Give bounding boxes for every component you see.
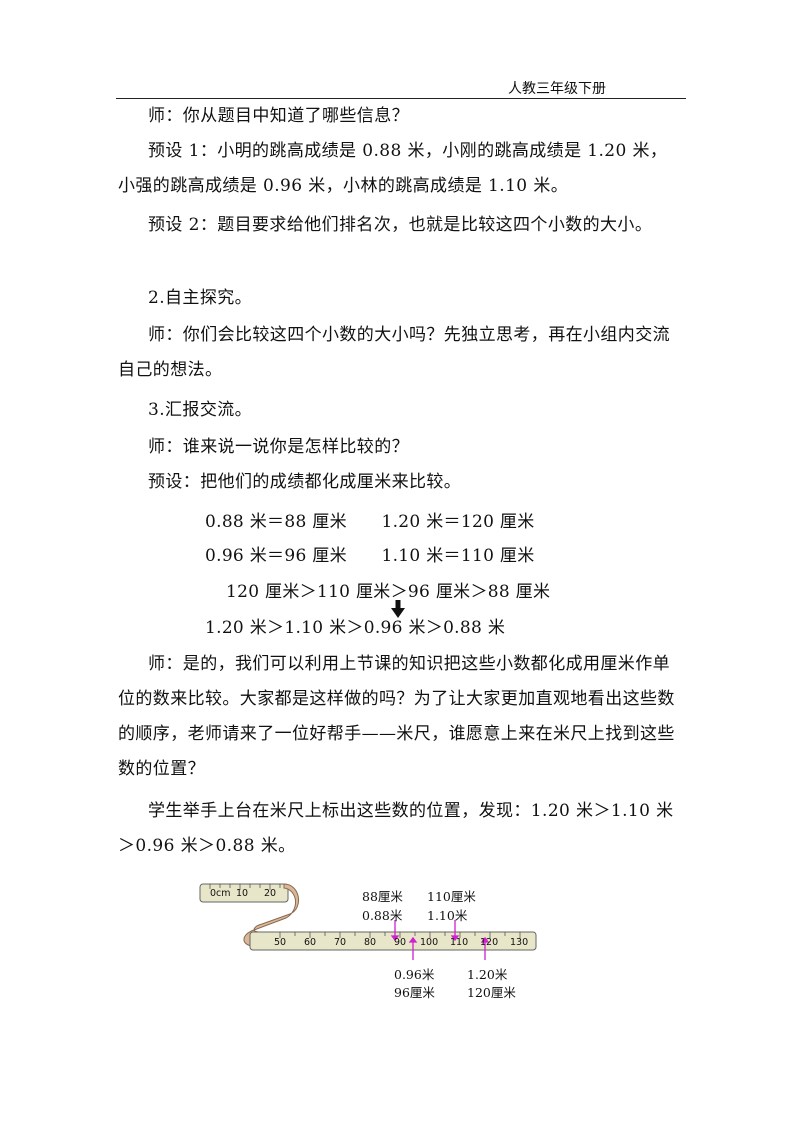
paragraph-preset-convert: 预设：把他们的成绩都化成厘米来比较。 [148, 472, 462, 492]
equation-line-1: 0.88 米＝88 厘米 1.20 米＝120 厘米 [205, 512, 535, 532]
paragraph-teacher-think: 师：你们会比较这四个小数的大小吗？先独立思考，再在小组内交流自己的想法。 [118, 325, 670, 380]
label-110-cm: 110厘米 [427, 889, 476, 904]
label-1-20-m: 1.20米 [467, 967, 508, 982]
label-88-cm: 88厘米 [362, 889, 403, 904]
paragraph-section-3: 3.汇报交流。 [148, 400, 253, 420]
paragraph-preset-2: 预设 2：题目要求给他们排名次，也就是比较这四个小数的大小。 [148, 215, 653, 235]
paragraph-teacher-explain: 师：是的，我们可以利用上节课的知识把这些小数都化成用厘米作单位的数来比较。大家都… [118, 654, 675, 779]
tick-label-20: 20 [264, 888, 277, 899]
label-1-10-m: 1.10米 [427, 908, 468, 923]
tick-label-70: 70 [334, 937, 347, 948]
comparison-m: 1.20 米＞1.10 米＞0.96 米＞0.88 米 [205, 618, 506, 638]
paragraph-section-2: 2.自主探究。 [148, 288, 253, 308]
tick-label-10: 10 [236, 888, 249, 899]
tape-measure-drawing [199, 883, 537, 960]
label-0-88-m: 0.88米 [362, 908, 403, 923]
paragraph-students-mark: 学生举手上台在米尺上标出这些数的位置，发现：1.20 米＞1.10 米＞0.96… [118, 801, 674, 856]
equation-line-2: 0.96 米＝96 厘米 1.10 米＝110 厘米 [205, 546, 535, 566]
label-96-cm: 96厘米 [394, 985, 435, 1000]
paragraph-preset-1: 预设 1：小明的跳高成绩是 0.88 米，小刚的跳高成绩是 1.20 米，小强的… [118, 141, 668, 196]
header-title: 人教三年级下册 [508, 81, 606, 97]
label-0-96-m: 0.96米 [394, 967, 435, 982]
tick-label-120: 120 [480, 937, 499, 948]
label-120-cm: 120厘米 [467, 985, 516, 1000]
comparison-cm: 120 厘米＞110 厘米＞96 厘米＞88 厘米 [226, 582, 551, 602]
tape-measure-figure: 0cm 10 20 50 60 70 80 90 100 110 120 130… [196, 880, 556, 1000]
down-arrow-icon [391, 600, 405, 618]
tick-label-110: 110 [450, 937, 469, 948]
tick-label-80: 80 [364, 937, 377, 948]
tick-label-90: 90 [394, 937, 407, 948]
paragraph-teacher-question: 师：你从题目中知道了哪些信息？ [148, 106, 409, 126]
page-header: 人教三年级下册 [116, 78, 686, 99]
tick-label-0cm: 0cm [210, 888, 231, 899]
tick-label-60: 60 [304, 937, 317, 948]
paragraph-teacher-ask: 师：谁来说一说你是怎样比较的？ [148, 437, 409, 457]
tick-label-50: 50 [274, 937, 287, 948]
tick-label-130: 130 [510, 937, 529, 948]
tick-label-100: 100 [420, 937, 439, 948]
